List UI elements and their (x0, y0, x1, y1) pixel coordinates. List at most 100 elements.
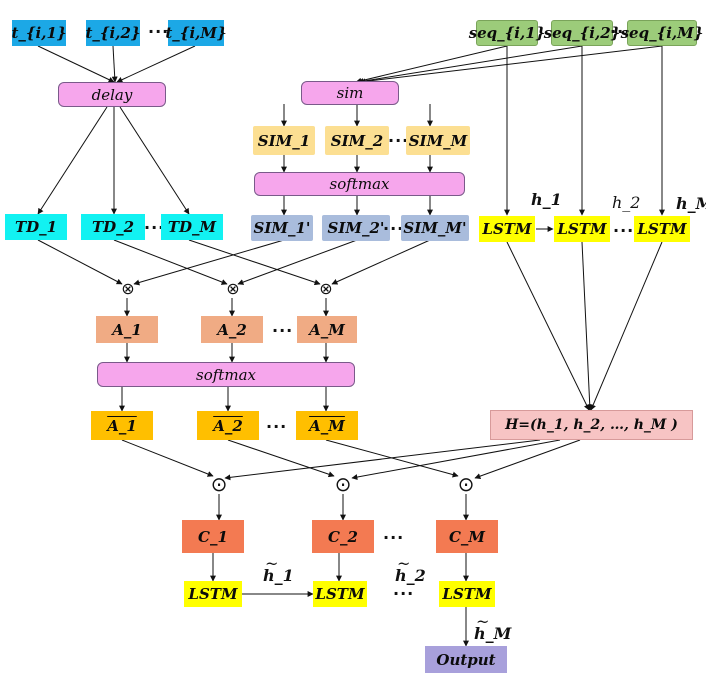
odot-operator-m: ⊙ (457, 472, 475, 496)
htilde-text-1: h_1 (263, 566, 294, 585)
sim-prime-node-2: SIM_2' (322, 215, 390, 241)
delay-label: delay (91, 85, 133, 104)
c-node-label-2: C_2 (328, 527, 358, 546)
lstm-decoder-label-m: LSTM (442, 585, 492, 603)
sim-op-box: sim (301, 81, 399, 105)
lstm-decoder-ellipsis: ··· (393, 584, 415, 603)
seq-input-label-2: seq_{i,2} (543, 24, 621, 42)
lstm-encoder-label-1: LSTM (482, 220, 532, 238)
otimes-operator-1: ⊗ (121, 279, 135, 298)
tilde-mark-m: ~ (476, 612, 490, 631)
lstm-encoder-ellipsis: ··· (613, 221, 635, 240)
sim-prime-node-m: SIM_M' (401, 215, 469, 241)
a-bar-label-1: A_1 (107, 416, 137, 435)
a-ellipsis: ··· (272, 321, 294, 340)
seq-input-label-1: seq_{i,1} (468, 24, 546, 42)
lstm-decoder-label-1: LSTM (188, 585, 238, 603)
tilde-mark-1: ~ (265, 554, 279, 573)
lstm-encoder-label-2: LSTM (557, 220, 607, 238)
otimes-operator-m: ⊗ (319, 279, 333, 298)
a-bar-label-m: A_M (309, 416, 345, 435)
h-vector-box: H=(h_1, h_2, …, h_M ) (490, 410, 693, 440)
a-bar-node-m: A_M (296, 411, 358, 440)
delay-op-box: delay (58, 82, 166, 107)
sim-prime-ellipsis: ··· (383, 219, 405, 238)
htilde-label-m: ~h_M (474, 612, 512, 643)
time-input-node-1: t_{i,1} (11, 20, 67, 46)
htilde-label-1: ~h_1 (263, 554, 294, 585)
h-vector-label: H=(h_1, h_2, …, h_M ) (505, 417, 678, 433)
htilde-label-2: ~h_2 (395, 554, 426, 585)
sim-prime-label-m: SIM_M' (403, 219, 467, 237)
output-box: Output (425, 646, 507, 673)
sim-node-2: SIM_2 (325, 126, 389, 155)
sim-prime-label-1: SIM_1' (253, 219, 311, 237)
softmax-sim-box: softmax (254, 172, 465, 196)
sim-node-1: SIM_1 (253, 126, 315, 155)
a-bar-label-2: A_2 (213, 416, 243, 435)
lstm-decoder-node-m: LSTM (439, 581, 495, 607)
otimes-operator-2: ⊗ (226, 279, 240, 298)
sim-label: sim (336, 84, 364, 102)
time-ellipsis: ··· (148, 22, 170, 41)
a-bar-node-2: A_2 (197, 411, 259, 440)
sim-node-m: SIM_M (406, 126, 470, 155)
td-node-label-1: TD_1 (14, 218, 58, 236)
lstm-encoder-label-m: LSTM (637, 220, 687, 238)
a-node-label-2: A_2 (217, 320, 247, 339)
a-node-label-m: A_M (309, 320, 345, 339)
softmax-attention-label: softmax (196, 365, 256, 384)
seq-input-node-2: seq_{i,2} (544, 20, 620, 46)
c-node-label-m: C_M (448, 527, 486, 546)
seq-input-node-m: seq_{i,M} (621, 20, 703, 46)
odot-operator-2: ⊙ (334, 472, 352, 496)
c-node-label-1: C_1 (198, 527, 228, 546)
time-input-node-2: t_{i,2} (85, 20, 141, 46)
lstm-decoder-node-2: LSTM (313, 581, 367, 607)
sim-node-label-m: SIM_M (408, 131, 468, 150)
sim-prime-label-2: SIM_2' (327, 219, 385, 237)
c-node-m: C_M (436, 520, 498, 553)
td-node-label-m: TD_M (167, 218, 217, 236)
lstm-encoder-node-m: LSTM (634, 216, 690, 242)
c-ellipsis: ··· (383, 528, 405, 547)
tilde-mark-2: ~ (397, 554, 411, 573)
lstm-decoder-node-1: LSTM (184, 581, 242, 607)
odot-operator-1: ⊙ (210, 472, 228, 496)
sim-node-label-2: SIM_2 (330, 131, 384, 150)
a-node-label-1: A_1 (112, 320, 142, 339)
sim-prime-node-1: SIM_1' (251, 215, 313, 241)
td-ellipsis: ··· (144, 218, 166, 237)
c-node-2: C_2 (312, 520, 374, 553)
a-node-m: A_M (297, 316, 357, 343)
c-node-1: C_1 (182, 520, 244, 553)
a-bar-ellipsis: ··· (266, 417, 288, 436)
td-node-label-2: TD_2 (91, 218, 135, 236)
a-node-2: A_2 (201, 316, 263, 343)
sim-ellipsis: ··· (388, 131, 410, 150)
seq-input-node-1: seq_{i,1} (469, 20, 545, 46)
lstm-decoder-label-2: LSTM (315, 585, 365, 603)
htilde-text-2: h_2 (395, 566, 426, 585)
htilde-text-m: h_M (474, 624, 512, 643)
output-label: Output (436, 650, 496, 669)
hidden-state-label-m: h_M (676, 194, 706, 213)
lstm-encoder-node-1: LSTM (479, 216, 535, 242)
time-input-label-1: t_{i,1} (11, 24, 67, 42)
td-node-1: TD_1 (5, 214, 67, 240)
td-node-m: TD_M (161, 214, 223, 240)
softmax-attention-box: softmax (97, 362, 355, 387)
a-node-1: A_1 (96, 316, 158, 343)
seq-ellipsis: ··· (610, 22, 632, 41)
hidden-state-label-1: h_1 (531, 190, 562, 209)
sim-node-label-1: SIM_1 (257, 131, 311, 150)
a-bar-node-1: A_1 (91, 411, 153, 440)
time-input-node-m: t_{i,M} (165, 20, 227, 46)
lstm-encoder-node-2: LSTM (554, 216, 610, 242)
td-node-2: TD_2 (81, 214, 145, 240)
time-input-label-m: t_{i,M} (165, 24, 227, 42)
softmax-sim-label: softmax (329, 175, 390, 193)
time-input-label-2: t_{i,2} (85, 24, 141, 42)
